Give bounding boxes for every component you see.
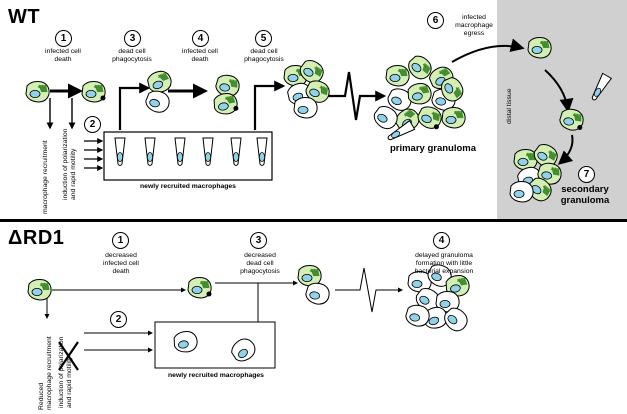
rd1-arrow-break xyxy=(335,267,403,313)
wt-primary-polarized-cell xyxy=(387,119,416,141)
wt-primary-cell-4 xyxy=(387,88,412,111)
wt-primary-cell-8 xyxy=(417,106,442,130)
rd1-recruited-macrophage-1 xyxy=(173,330,198,353)
wt-phago-cell-1 xyxy=(147,70,172,93)
wt-arrow-break xyxy=(320,71,387,121)
wt-egress-cell xyxy=(527,37,552,59)
wt-step-1-number: 1 xyxy=(55,30,72,47)
wt-step-6-label: infected macrophage egress xyxy=(455,14,493,37)
rd1-step-4-number: 4 xyxy=(433,232,450,249)
wt-distal-dead-cell xyxy=(559,108,584,131)
rd1-flow-arrows xyxy=(44,267,403,353)
rd1-delayed-cell-8 xyxy=(444,307,468,332)
rd1-step-1-number: 1 xyxy=(112,232,129,249)
wt-step-1-label: infected cell death xyxy=(45,48,81,63)
wt-infected-cell xyxy=(25,81,50,103)
wt-secondary-cell-1 xyxy=(513,149,538,171)
wt-step-7-label: secondary granuloma xyxy=(560,184,610,206)
rd1-step-1-label: decreased infected cell death xyxy=(103,252,139,275)
wt-primary-cell-10 xyxy=(373,106,398,130)
wt-secondary-cell-2 xyxy=(533,144,558,168)
rd1-delayed-cell-5 xyxy=(435,291,460,313)
wt-distal-tissue-label: distal tissue xyxy=(506,88,513,124)
wt-step-4-label: infected cell death xyxy=(182,48,218,63)
wt-arrow-3 xyxy=(118,82,151,130)
wt-arrow-distal-1 xyxy=(544,69,574,113)
wt-cells xyxy=(25,37,613,203)
rd1-panel-title: ΔRD1 xyxy=(8,227,65,249)
wt-step-6-number: 6 xyxy=(427,12,444,29)
wt-recruited-box xyxy=(103,131,273,181)
wt-polarized-macrophages xyxy=(114,137,268,166)
wt-flow-arrows xyxy=(46,38,574,171)
rd1-cross-out xyxy=(58,341,79,371)
wt-step-5-number: 5 xyxy=(255,30,272,47)
wt-polarized-macrophage-2 xyxy=(144,137,156,166)
wt-dead-cell-2 xyxy=(213,92,239,115)
rd1-step-3-label: decreased dead cell phagocytosis xyxy=(240,252,280,275)
wt-polarized-macrophage-6 xyxy=(256,137,268,166)
rd1-recruited-label: newly recruited macrophages xyxy=(168,372,264,379)
rd1-delayed-cell-3 xyxy=(445,274,470,297)
wt-primary-cell-9 xyxy=(441,107,466,129)
wt-step-5-label: dead cell phagocytosis xyxy=(244,48,284,63)
wt-step5-cell-5 xyxy=(293,97,318,119)
rd1-recruited-box xyxy=(154,321,276,369)
wt-phago-cell-2 xyxy=(145,90,170,113)
wt-step-4-number: 4 xyxy=(192,30,209,47)
panel-divider xyxy=(0,219,627,222)
wt-polarized-macrophage-1 xyxy=(114,137,126,166)
wt-distal-polarized-cell xyxy=(591,72,613,101)
rd1-side-label-polarization: induction of polarization and rapid moti… xyxy=(58,336,73,408)
rd1-recruited-macrophage-2 xyxy=(231,338,256,362)
wt-step-3-number: 3 xyxy=(124,30,141,47)
wt-polarized-macrophage-5 xyxy=(230,137,242,166)
rd1-infected-cell xyxy=(27,279,52,301)
wt-recruited-label: newly recruited macrophages xyxy=(140,183,236,190)
wt-step5-cell-2 xyxy=(299,60,324,84)
wt-step-7-number: 7 xyxy=(578,166,595,183)
rd1-delayed-cell-1 xyxy=(407,271,432,293)
rd1-phago-cell-1 xyxy=(297,265,322,287)
rd1-step-2-number: 2 xyxy=(110,311,127,328)
wt-arrow-5 xyxy=(253,80,286,130)
wt-secondary-cell-6 xyxy=(509,181,534,203)
rd1-step-4-label: delayed granuloma formation with little … xyxy=(414,252,474,275)
wt-primary-granuloma-label: primary granuloma xyxy=(389,143,477,154)
wt-primary-cell-2 xyxy=(408,55,432,80)
wt-dead-cell-1 xyxy=(81,81,106,103)
wt-primary-cell-1 xyxy=(385,65,410,87)
rd1-phago-cell-2 xyxy=(305,282,330,305)
wt-primary-cell-11 xyxy=(441,76,464,102)
rd1-delayed-cell-7 xyxy=(405,304,430,327)
wt-arrow-egress xyxy=(451,38,525,63)
wt-side-label-recruitment: macrophage recruitment xyxy=(42,140,49,214)
wt-primary-cell-5 xyxy=(407,82,432,105)
wt-polarized-macrophage-4 xyxy=(202,137,214,166)
rd1-cells xyxy=(27,264,470,362)
wt-step-3-label: dead cell phagocytosis xyxy=(112,48,152,63)
rd1-step-3-number: 3 xyxy=(250,232,267,249)
wt-secondary-cell-4 xyxy=(537,162,562,185)
wt-side-label-polarization: induction of polarization and rapid moti… xyxy=(62,128,77,200)
wt-panel-title: WT xyxy=(8,6,41,28)
wt-secondary-cell-5 xyxy=(528,177,552,202)
wt-polarized-macrophage-3 xyxy=(174,137,186,166)
rd1-arrow-3 xyxy=(257,280,298,324)
rd1-side-label-recruitment: Reduced macrophage recruitment xyxy=(38,336,53,410)
rd1-dead-cell xyxy=(187,277,212,299)
wt-arrow-distal-2 xyxy=(557,134,574,165)
wt-infected-cell-2 xyxy=(215,74,240,97)
wt-step-2-number: 2 xyxy=(84,116,101,133)
